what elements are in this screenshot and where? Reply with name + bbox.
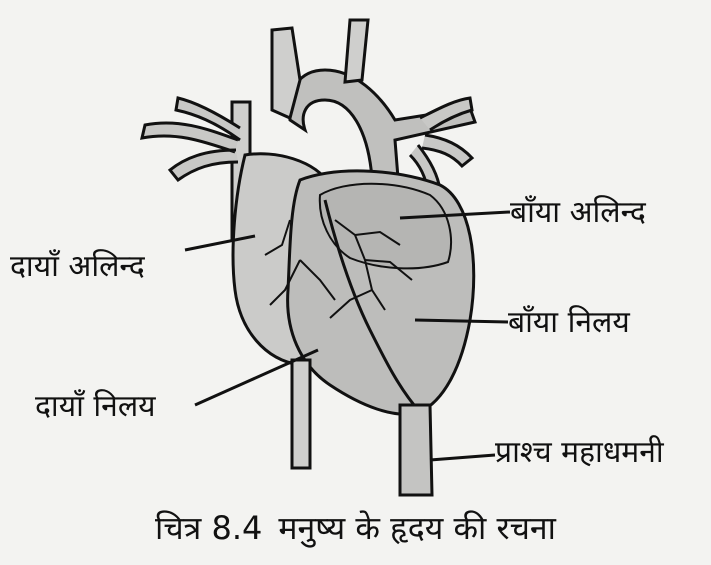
leader-left-ventricle <box>415 320 508 322</box>
dorsal-aorta <box>400 405 432 495</box>
label-right-ventricle: दायाँ निलय <box>35 390 156 424</box>
label-left-ventricle: बाँया निलय <box>508 306 630 340</box>
figure-caption: चित्र 8.4 मनुष्य के हृदय की रचना <box>0 508 711 548</box>
inferior-vena-cava <box>292 360 310 468</box>
figure-caption-text: मनुष्य के हृदय की रचना <box>278 509 556 547</box>
label-dorsal-aorta: प्राश्च महाधमनी <box>495 436 664 470</box>
label-right-atrium: दायाँ अलिन्द <box>10 250 145 284</box>
label-left-atrium: बाँया अलिन्द <box>510 196 646 230</box>
figure-number: चित्र 8.4 <box>155 509 262 547</box>
